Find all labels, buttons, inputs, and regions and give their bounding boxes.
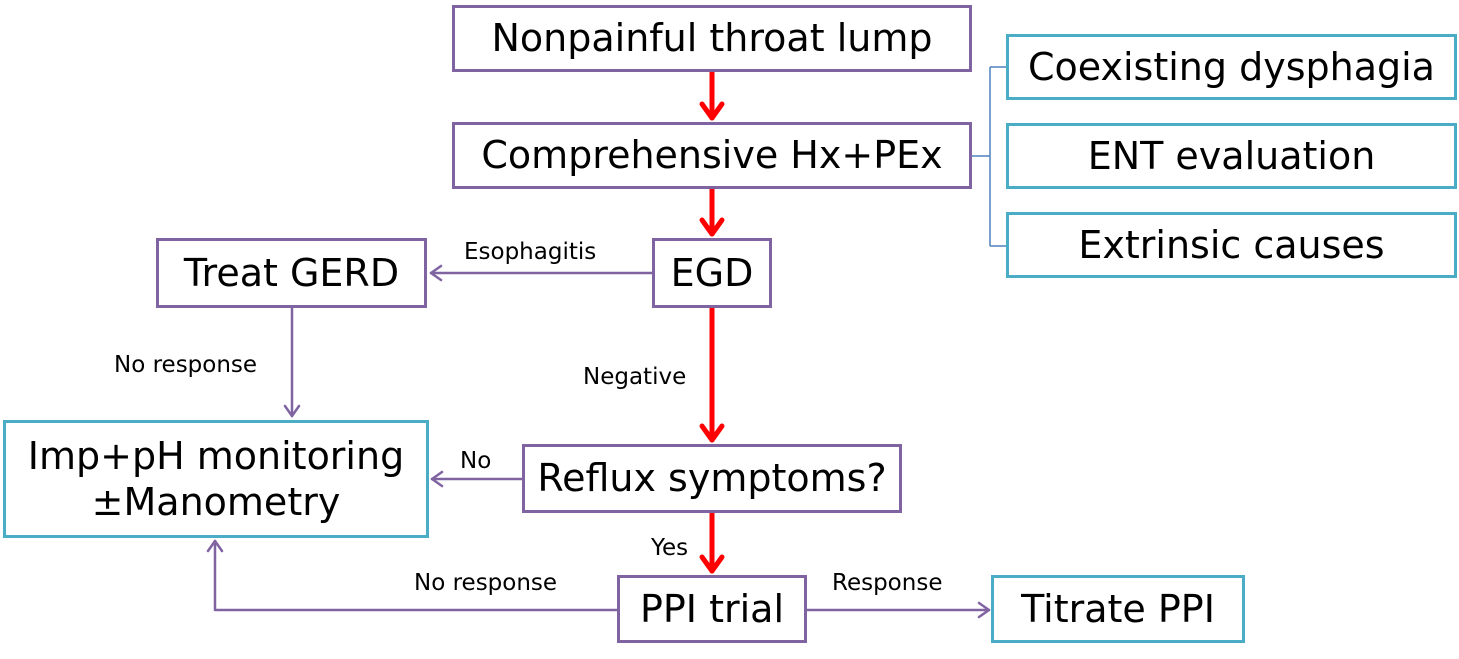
side-bracket <box>972 66 1006 247</box>
node-egd: EGD <box>652 238 772 308</box>
edge-label-yes: Yes <box>651 535 689 561</box>
edge-label-response: Response <box>832 570 943 596</box>
arrowhead-egd-to-reflux <box>699 423 725 443</box>
edge-label-no-response-ppi: No response <box>414 570 558 596</box>
node-ent: ENT evaluation <box>1006 123 1457 189</box>
node-imp-ph-line2: ±Manometry <box>91 480 341 524</box>
node-hx-pex: Comprehensive Hx+PEx <box>452 122 972 189</box>
arrowhead-hx-to-egd <box>699 217 725 237</box>
node-ent-label: ENT evaluation <box>1087 133 1376 178</box>
node-egd-label: EGD <box>670 250 754 295</box>
node-throat-lump-label: Nonpainful throat lump <box>491 16 933 61</box>
edge-label-no: No <box>460 448 492 474</box>
arrowhead-treat-gerd-to-imp <box>283 404 301 418</box>
node-treat-gerd: Treat GERD <box>156 238 427 308</box>
node-throat-lump: Nonpainful throat lump <box>452 5 972 72</box>
edge-label-negative: Negative <box>583 364 687 390</box>
node-extrinsic: Extrinsic causes <box>1006 212 1457 278</box>
node-reflux: Reflux symptoms? <box>522 444 902 513</box>
node-ppi-trial-label: PPI trial <box>639 586 785 631</box>
arrowhead-lump-to-hx <box>699 101 725 121</box>
node-titrate-ppi-label: Titrate PPI <box>1021 586 1215 631</box>
arrowhead-egd-to-treat-gerd <box>429 264 443 282</box>
arrowhead-ppi-to-imp <box>206 539 224 553</box>
node-reflux-label: Reflux symptoms? <box>537 456 887 501</box>
edge-label-esophagitis: Esophagitis <box>464 239 597 265</box>
arrowhead-reflux-to-imp <box>430 470 444 488</box>
node-imp-ph-line1: Imp+pH monitoring <box>27 433 405 478</box>
side-arrows <box>206 264 991 619</box>
node-treat-gerd-label: Treat GERD <box>183 250 400 295</box>
node-imp-ph: Imp+pH monitoring ±Manometry <box>3 420 429 538</box>
arrowhead-reflux-to-ppi <box>699 554 725 574</box>
node-dysphagia-label: Coexisting dysphagia <box>1028 44 1435 89</box>
node-titrate-ppi: Titrate PPI <box>991 575 1245 643</box>
arrow-ppi-to-imp <box>213 539 619 612</box>
main-path-arrows <box>699 69 725 574</box>
edge-label-no-response-gerd: No response <box>114 352 258 378</box>
node-hx-pex-label: Comprehensive Hx+PEx <box>481 133 943 178</box>
node-dysphagia: Coexisting dysphagia <box>1006 34 1457 100</box>
node-extrinsic-label: Extrinsic causes <box>1078 222 1385 267</box>
arrowhead-ppi-to-titrate <box>977 601 991 619</box>
node-ppi-trial: PPI trial <box>617 575 807 643</box>
